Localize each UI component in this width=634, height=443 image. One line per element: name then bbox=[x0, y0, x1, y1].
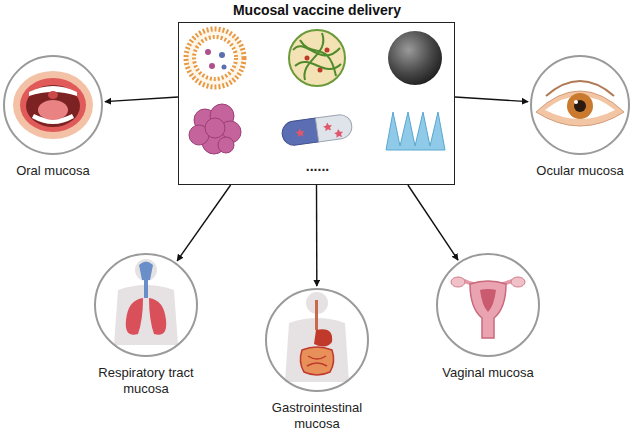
arrow-connector bbox=[455, 97, 528, 102]
arrow-connector bbox=[105, 97, 178, 102]
mucosa-node: Vaginal mucosa bbox=[432, 253, 544, 381]
arrow-connector bbox=[177, 185, 231, 261]
mouth-illustration bbox=[13, 71, 93, 139]
mucosa-circle bbox=[94, 253, 198, 357]
mucosa-label: Respiratory tract mucosa bbox=[90, 365, 202, 397]
mucosa-label: Oral mucosa bbox=[3, 163, 103, 179]
respiratory-illustration bbox=[114, 259, 178, 345]
protein-icon bbox=[189, 104, 241, 154]
eye-illustration bbox=[536, 81, 624, 126]
mucosa-node: Respiratory tract mucosa bbox=[90, 253, 202, 397]
mucosa-circle bbox=[265, 288, 369, 392]
mucosa-node: Oral mucosa bbox=[3, 55, 103, 179]
mucosa-label: Ocular mucosa bbox=[530, 163, 630, 179]
ellipsis-text: ...... bbox=[306, 158, 329, 174]
inorganic-particle-icon bbox=[388, 31, 442, 85]
mucosa-label: Gastrointestinal mucosa bbox=[263, 400, 371, 432]
mucosa-circle bbox=[3, 55, 103, 155]
diagram-title: Mucosal vaccine delivery bbox=[233, 2, 401, 18]
mucosa-label: Vaginal mucosa bbox=[432, 365, 544, 381]
mucosa-circle bbox=[530, 55, 630, 155]
arrow-connector bbox=[316, 185, 318, 286]
polymer-nanoparticle-icon bbox=[289, 30, 345, 86]
microneedle-icon bbox=[386, 112, 445, 150]
liposome-icon bbox=[186, 29, 244, 87]
mucosa-circle bbox=[436, 253, 540, 357]
arrow-connector bbox=[408, 185, 458, 260]
gastrointestinal-illustration bbox=[285, 292, 349, 382]
mucosa-node: Ocular mucosa bbox=[530, 55, 630, 179]
capsule-icon bbox=[281, 113, 354, 147]
uterus-illustration bbox=[451, 277, 525, 338]
mucosa-node: Gastrointestinal mucosa bbox=[263, 288, 371, 432]
carrier-box: ...... bbox=[178, 22, 455, 185]
